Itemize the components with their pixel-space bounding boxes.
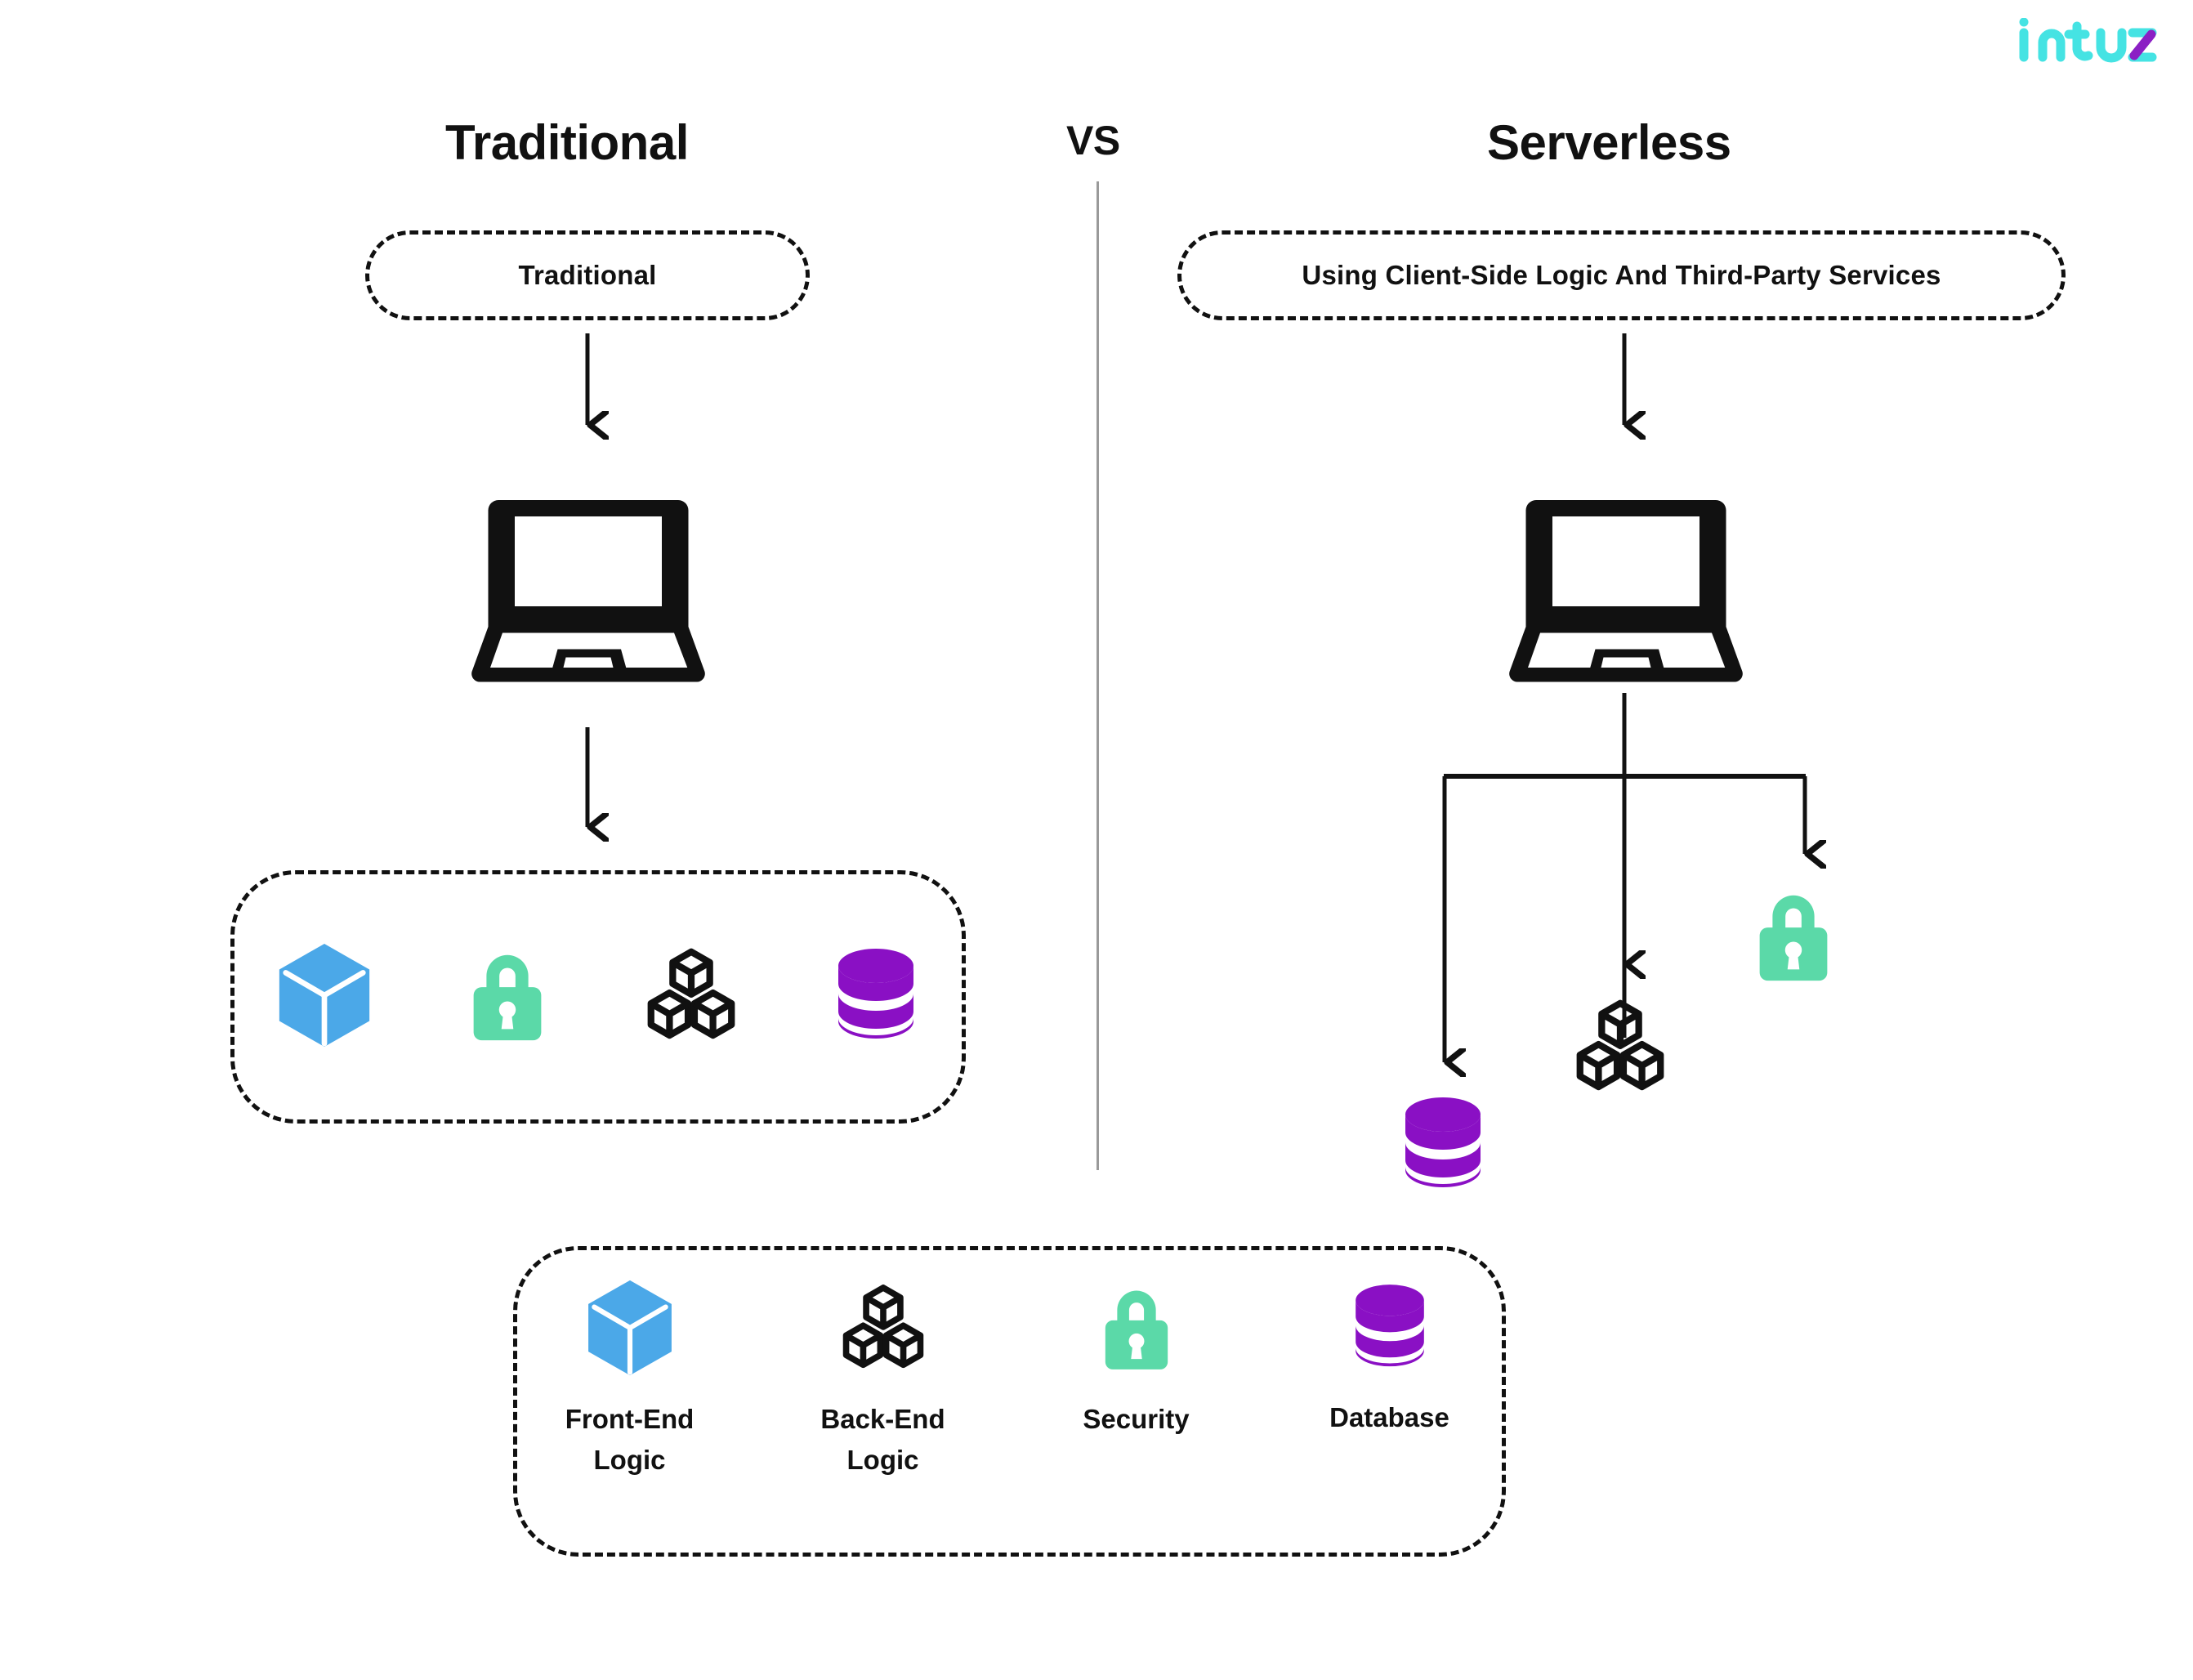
legend-label-security: Security <box>1083 1404 1190 1434</box>
laptop-icon-serverless <box>1507 488 1744 696</box>
black-cubes-icon-serverless <box>1570 994 1670 1104</box>
pill-serverless: Using Client-Side Logic And Third-Party … <box>1177 230 2066 320</box>
vertical-divider <box>1096 181 1099 1170</box>
pill-serverless-label: Using Client-Side Logic And Third-Party … <box>1302 260 1941 290</box>
legend-item-back-end: Back-End Logic <box>789 1279 977 1480</box>
legend-label-front-end: Front-End Logic <box>565 1404 695 1475</box>
traditional-services-container <box>230 870 966 1124</box>
blue-cube-icon <box>585 1279 675 1381</box>
green-lock-icon-serverless <box>1749 882 1838 993</box>
green-lock-icon <box>1096 1279 1177 1381</box>
legend-item-front-end: Front-End Logic <box>536 1279 724 1480</box>
heading-serverless: Serverless <box>1487 115 1731 170</box>
legend-label-back-end: Back-End Logic <box>820 1404 945 1475</box>
legend-container <box>513 1246 1506 1557</box>
legend-item-database: Database <box>1296 1279 1484 1438</box>
purple-database-icon-serverless <box>1398 1092 1488 1200</box>
heading-vs: VS <box>1066 118 1120 163</box>
intuz-logo <box>2018 17 2157 67</box>
blue-cube-icon <box>275 942 373 1052</box>
black-cubes-icon <box>837 1279 929 1381</box>
pill-traditional: Traditional <box>365 230 810 320</box>
black-cubes-icon <box>641 942 741 1052</box>
legend-label-database: Database <box>1329 1402 1449 1432</box>
laptop-icon-traditional <box>470 488 707 696</box>
heading-traditional: Traditional <box>445 115 689 170</box>
pill-traditional-label: Traditional <box>518 260 657 290</box>
legend-item-security: Security <box>1043 1279 1230 1440</box>
traditional-services-icons <box>230 870 966 1124</box>
green-lock-icon <box>463 942 552 1052</box>
purple-database-icon <box>831 943 921 1052</box>
legend-items: Front-End Logic Back-End Logic <box>513 1246 1506 1557</box>
purple-database-icon <box>1349 1279 1431 1379</box>
